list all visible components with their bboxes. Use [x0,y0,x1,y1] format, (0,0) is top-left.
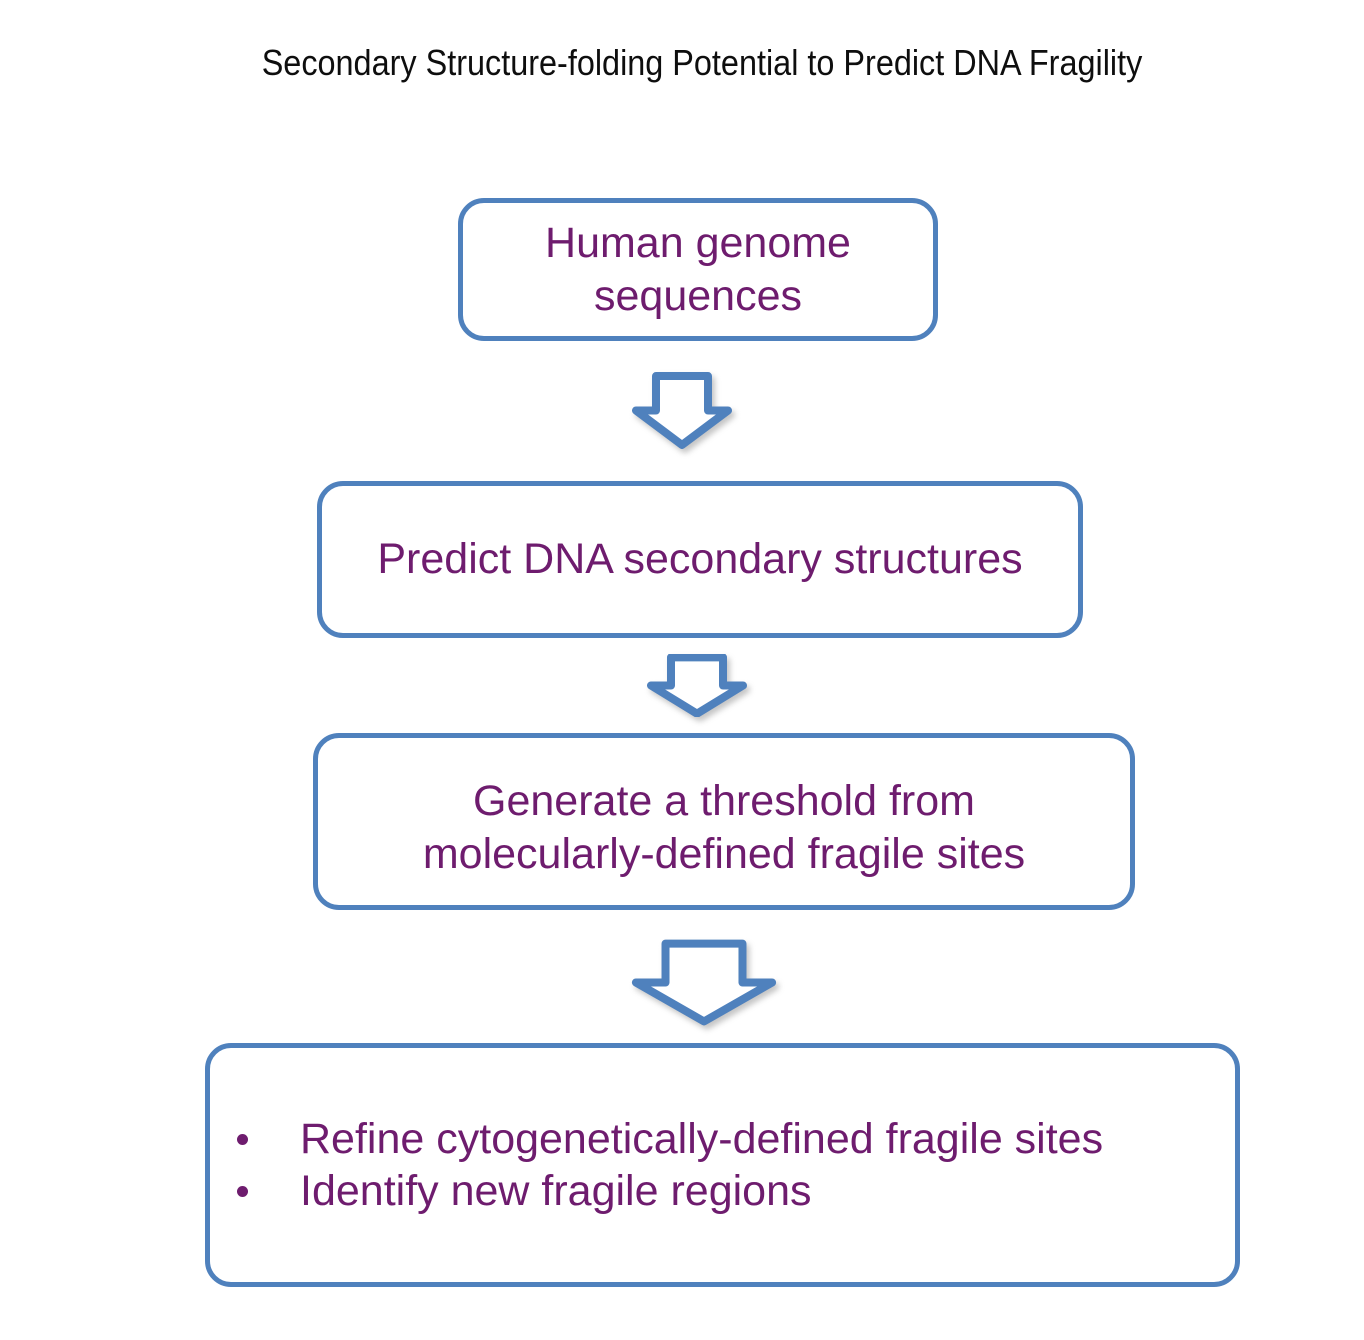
bullet-icon [237,1185,248,1197]
page-title: Secondary Structure-folding Potential to… [261,42,1143,83]
list-item: Refine cytogenetically-defined fragile s… [237,1113,1235,1165]
down-arrow-icon [647,654,747,717]
bullet-list: Refine cytogenetically-defined fragile s… [210,1048,1235,1282]
bullet-text: Identify new fragile regions [300,1167,812,1215]
down-arrow-icon [630,939,778,1026]
flow-box-results: Refine cytogenetically-defined fragile s… [205,1043,1240,1287]
flow-box-human-genome-sequences: Human genome sequences [458,198,938,341]
flow-box-generate-threshold: Generate a threshold from molecularly-de… [313,733,1135,910]
box-text-line: molecularly-defined fragile sites [422,829,1026,878]
box-text-line: Predict DNA secondary structures [377,535,1023,583]
box-text-line: Generate a threshold from [473,776,975,825]
box-text-line: Human genome [545,218,851,267]
box-text-line: sequences [594,271,802,320]
flow-box-predict-secondary-structures: Predict DNA secondary structures [317,481,1083,638]
down-arrow-icon [632,372,732,449]
list-item: Identify new fragile regions [237,1165,1235,1217]
bullet-text: Refine cytogenetically-defined fragile s… [300,1115,1104,1163]
bullet-icon [237,1133,248,1145]
